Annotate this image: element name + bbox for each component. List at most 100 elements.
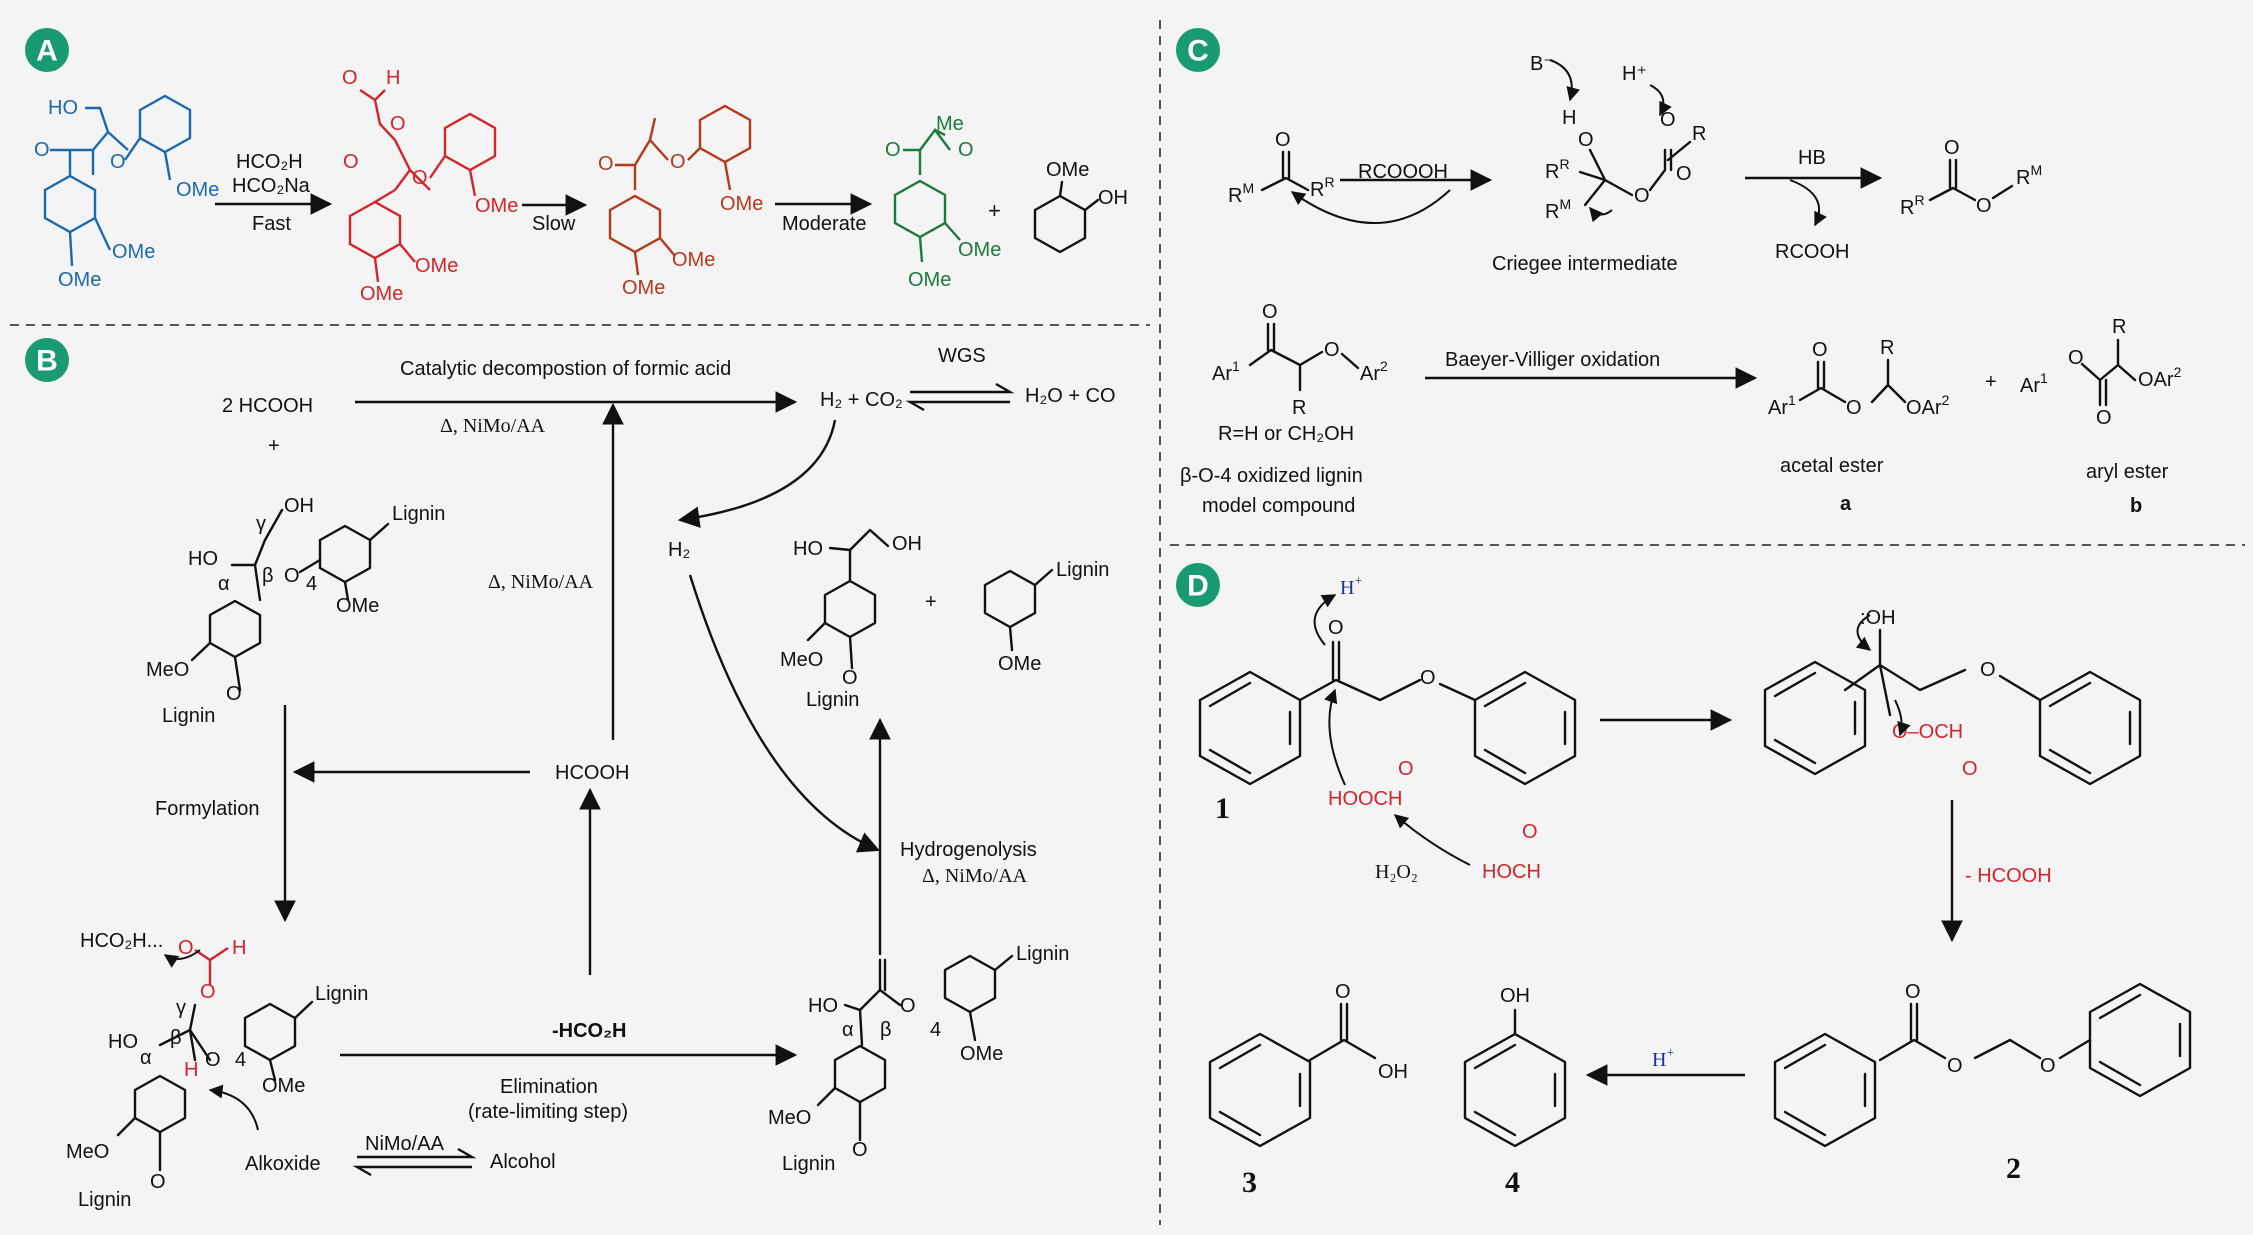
- structure-a2: O H O O O OMe OMe OMe: [342, 67, 518, 305]
- b-eq2-back: [352, 1165, 472, 1177]
- badge-d: [1176, 563, 1220, 607]
- b1-ho: HO: [188, 548, 218, 570]
- d3-o: O: [1335, 981, 1351, 1003]
- b1-meo: MeO: [146, 659, 189, 681]
- a2-formyl-h: H: [386, 67, 400, 89]
- c-model-ar2: Ar2: [1360, 358, 1388, 385]
- c-b-o1: O: [2068, 347, 2084, 369]
- c-model-ar1: Ar1: [1212, 358, 1240, 385]
- b-elimination-minus: -HCO₂H: [552, 1020, 626, 1042]
- d4-oh: OH: [1500, 985, 1530, 1007]
- c-acetal: acetal ester: [1780, 455, 1884, 477]
- b2-four: 4: [235, 1049, 246, 1071]
- a3-ome-meta: OMe: [672, 249, 715, 271]
- c-a-oar2: OAr2: [1906, 392, 1950, 419]
- b3-meo: MeO: [768, 1107, 811, 1129]
- badge-c-label: C: [1187, 35, 1209, 68]
- c-b-minus: B⁻: [1530, 53, 1554, 75]
- c-b-oar2: OAr2: [2138, 364, 2182, 391]
- c-crieg-o2: O: [1634, 185, 1650, 207]
- d-hooch: HOOCH: [1328, 788, 1402, 810]
- structure-b-formate: HCO₂H... O H O γ β HO α H O 4 Lignin OMe…: [66, 930, 368, 1211]
- structure-guaiacol: OMe OH: [1033, 159, 1128, 254]
- a4-ketone-o-2: O: [958, 139, 974, 161]
- d-label-4: 4: [1505, 1166, 1520, 1199]
- b2-lignin-o: Lignin: [78, 1189, 131, 1211]
- a-step-moderate: Moderate: [782, 213, 867, 235]
- d-int-curve: [1855, 614, 1872, 651]
- b1-four: 4: [306, 573, 317, 595]
- c-crieg-o3: O: [1660, 109, 1676, 131]
- b-equilibrium-catalyst: NiMo/AA: [365, 1133, 445, 1155]
- b-eq-forward: [910, 382, 1015, 394]
- b-eq-back: [905, 400, 1010, 412]
- c-criegee-label: Criegee intermediate: [1492, 253, 1678, 275]
- b-wgs: WGS: [938, 345, 986, 367]
- panel-d: D H+ O O 1 HOOCH O H₂O₂ HOCH O :OH O: [1176, 563, 2192, 1199]
- c-bv: Baeyer-Villiger oxidation: [1445, 349, 1660, 371]
- a-step-fast: Fast: [252, 213, 291, 235]
- b1-gamma: γ: [256, 513, 266, 535]
- c-crieg-r: R: [1692, 123, 1706, 145]
- c-ester-rm: RM: [2016, 162, 2042, 189]
- b-top-conditions: Δ, NiMo/AA: [440, 415, 546, 437]
- c-crieg-rr: RR: [1545, 156, 1570, 183]
- structure-a4: Me O O OMe OMe: [885, 113, 1001, 291]
- b2-para-o: O: [150, 1171, 166, 1193]
- a-reagent-1: HCO₂H: [236, 151, 303, 173]
- b3-ome: OMe: [960, 1043, 1003, 1065]
- c-rm: RM: [1228, 180, 1254, 207]
- b5-lignin: Lignin: [1056, 559, 1109, 581]
- b-curve-h2: [677, 419, 837, 528]
- d-label-2: 2: [2006, 1152, 2021, 1185]
- c-hb: HB: [1798, 147, 1826, 169]
- d2-o1: O: [1905, 981, 1921, 1003]
- b3-lignin-o: Lignin: [782, 1153, 835, 1175]
- c-b-ar1: Ar1: [2020, 370, 2048, 397]
- d-int-o-och: O–OCH: [1892, 721, 1963, 743]
- d1-h-plus: H+: [1340, 574, 1362, 599]
- b-hydrogenolysis: Hydrogenolysis: [900, 839, 1037, 861]
- b2-h: H: [184, 1059, 198, 1081]
- b4-lignin-o: Lignin: [806, 689, 859, 711]
- b2-formyl-h: H: [232, 937, 246, 959]
- d-curve-attack: [1324, 688, 1346, 786]
- b3-beta: β: [880, 1019, 892, 1041]
- d-minus-hcooh: - HCOOH: [1965, 865, 2052, 887]
- c-a-label: a: [1840, 493, 1852, 515]
- b4-oh: OH: [892, 533, 922, 555]
- d-hooch-src: HOCH: [1482, 861, 1541, 883]
- c-model-o: O: [1262, 301, 1278, 323]
- a2-ether-o: O: [412, 167, 428, 189]
- b3-four: 4: [930, 1019, 941, 1041]
- a-reagent-2: HCO₂Na: [232, 175, 311, 197]
- c-b-r: R: [2112, 316, 2126, 338]
- d-label-3: 3: [1242, 1166, 1257, 1199]
- b-alcohol: Alcohol: [490, 1151, 556, 1173]
- structure-d-intermediate: :OH O O–OCH O: [1763, 607, 2142, 786]
- a-step-slow: Slow: [532, 213, 576, 235]
- b-formylation: Formylation: [155, 798, 259, 820]
- structure-c-aryl-ester: Ar1 O R O OAr2: [2020, 316, 2182, 429]
- badge-b-label: B: [36, 345, 58, 378]
- badge-d-label: D: [1187, 570, 1209, 603]
- a3-ketone-o: O: [598, 153, 614, 175]
- a3-ether-o: O: [670, 151, 686, 173]
- b4-para-o: O: [842, 667, 858, 689]
- a1-ketone-o: O: [34, 139, 50, 161]
- c-crieg-rm: RM: [1545, 196, 1571, 223]
- a1-ome-meta: OMe: [112, 241, 155, 263]
- structure-c-criegee: B⁻ H⁺ H O RR RM O O R O: [1530, 53, 1706, 223]
- c-crieg-h: H: [1562, 107, 1576, 129]
- b4-ho: HO: [793, 538, 823, 560]
- c-r-def: R=H or CH₂OH: [1218, 423, 1354, 445]
- b1-beta: β: [262, 565, 274, 587]
- structure-a1: HO O O OMe OMe OMe: [34, 94, 219, 291]
- a4-me: Me: [936, 113, 964, 135]
- c-ester-o1: O: [1944, 137, 1960, 159]
- c-model-r: R: [1292, 397, 1306, 419]
- b-plus-1: +: [268, 435, 280, 457]
- structure-d-2: O O O: [1773, 981, 2192, 1148]
- a4-ketone-o-1: O: [885, 139, 901, 161]
- guaiacol-oh: OH: [1098, 187, 1128, 209]
